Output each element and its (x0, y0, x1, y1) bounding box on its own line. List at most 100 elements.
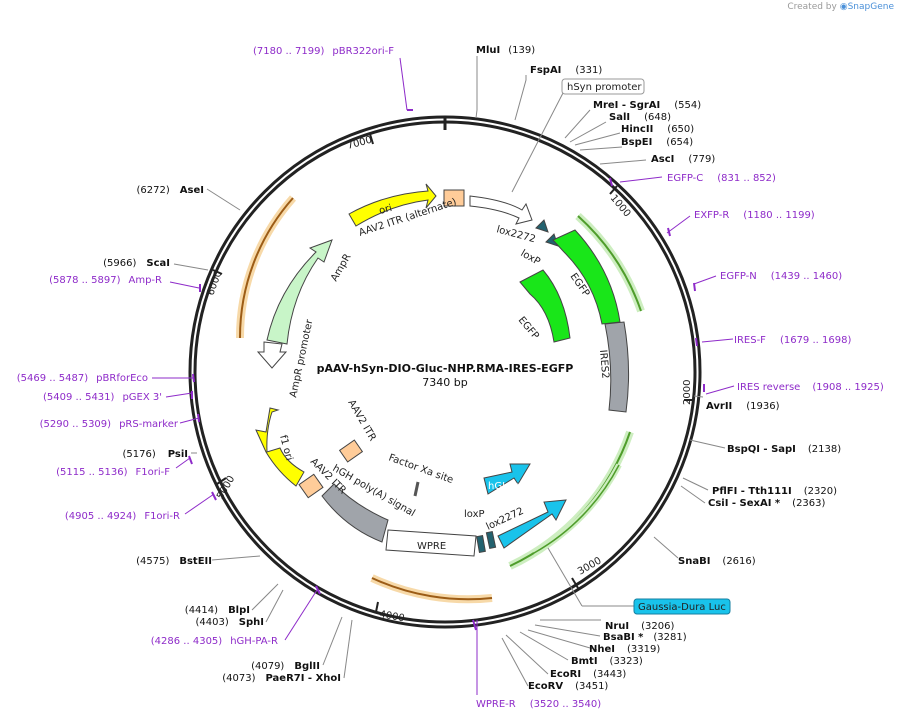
site-fspai-pos: (331) (575, 65, 602, 76)
primer-f1orir-range: (4905 .. 4924) (65, 511, 137, 522)
svg-text:(5966)ScaI: (5966)ScaI (103, 258, 170, 269)
ires2-label: IRES2 (597, 349, 610, 379)
svg-text:(4073)PaeR7I - XhoI: (4073)PaeR7I - XhoI (222, 673, 341, 684)
features (255, 183, 630, 557)
ampr-label: AmpR (329, 252, 353, 283)
plasmid-name: pAAV-hSyn-DIO-Gluc-NHP.RMA-IRES-EGFP (317, 362, 574, 375)
primer-pgex-name: pGEX 3' (122, 392, 162, 403)
svg-text:EXFP-R(1180 .. 1199): EXFP-R (1180 .. 1199) (694, 210, 815, 221)
backbone-outer (188, 115, 702, 629)
svg-text:PflFI - Tth111I(2320): PflFI - Tth111I(2320) (712, 486, 837, 497)
site-pflfi-pos: (2320) (804, 486, 837, 497)
site-fspai-name: FspAI (530, 65, 561, 76)
plasmid-size: 7340 bp (422, 376, 467, 389)
svg-text:MluI(139): MluI (139) (476, 45, 535, 56)
primer-pbr322-name: pBR322ori-F (332, 46, 394, 57)
gaussia-callout: Gaussia-Dura Luc (547, 547, 731, 615)
ori-feature (348, 183, 437, 227)
svg-text:EcoRI(3443): EcoRI(3443) (550, 669, 626, 680)
loxp-top-label: loxP (519, 248, 542, 268)
site-blpi-pos: (4414) (185, 605, 218, 616)
primer-hghpar-range: (4286 .. 4305) (151, 636, 223, 647)
hgh-polya-feature (321, 483, 389, 543)
svg-text:HincII(650): HincII(650) (621, 124, 694, 135)
site-csii-name: CsiI - SexAI * (708, 498, 781, 509)
f1-ori-feature (255, 407, 305, 487)
svg-text:(5409 .. 5431)pGEX 3': (5409 .. 5431)pGEX 3' (43, 392, 162, 403)
svg-text:(5290 .. 5309)pRS-marker: (5290 .. 5309) pRS-marker (40, 419, 179, 430)
svg-text:(7180 .. 7199)pBR322ori-F: (7180 .. 7199) pBR322ori-F (253, 46, 394, 57)
primer-labels: (7180 .. 7199) pBR322ori-F EGFP-C(831 .. … (17, 46, 884, 710)
svg-text:IRES-F(1679 .. 1698): IRES-F(1679 .. 1698) (734, 335, 851, 346)
orf-bottom-line (371, 577, 493, 601)
site-mlui-pos: (139) (508, 45, 535, 56)
aav2-itr-1-label: AAV2 ITR (345, 398, 377, 443)
factor-xa-feature (413, 481, 420, 497)
tick-label-2000: 2000 (682, 380, 693, 405)
gaussia-label: Gaussia-Dura Luc (638, 602, 726, 613)
primer-pbr322-range: (7180 .. 7199) (253, 46, 325, 57)
svg-text:BsaBI *(3281): BsaBI *(3281) (603, 632, 687, 643)
watermark-prefix: Created by (787, 2, 837, 12)
svg-text:SalI(648): SalI(648) (609, 112, 671, 123)
egfp-inner-label: EGFP (516, 315, 541, 342)
primer-iresrev-name: IRES reverse (737, 382, 800, 393)
primer-prsmarker-name: pRS-marker (119, 419, 179, 430)
primer-f1orif-name: F1ori-F (136, 467, 171, 478)
site-snabi-name: SnaBI (678, 556, 710, 567)
primer-f1orir-name: F1ori-R (144, 511, 180, 522)
site-bsabi-pos: (3281) (653, 632, 686, 643)
primer-egfpn-name: EGFP-N (720, 271, 757, 282)
svg-text:EGFP-C(831 .. 852): EGFP-C(831 .. 852) (667, 173, 776, 184)
site-ecori-name: EcoRI (550, 669, 581, 680)
orf-luc-outer-line (509, 431, 631, 567)
svg-text:CsiI - SexAI *(2363): CsiI - SexAI *(2363) (708, 498, 826, 509)
loxp-bottom-feature (476, 535, 486, 553)
primer-ampr-range: (5878 .. 5897) (49, 275, 121, 286)
svg-text:BmtI(3323): BmtI(3323) (571, 656, 643, 667)
site-bspei-name: BspEI (621, 137, 652, 148)
hgluc-feature (483, 463, 531, 495)
site-nrui-pos: (3206) (641, 621, 674, 632)
site-paer7i-name: PaeR7I - XhoI (265, 673, 341, 684)
site-psii-pos: (5176) (122, 449, 155, 460)
loxp-bottom-label: loxP (464, 509, 485, 520)
primer-exfpr-range: (1180 .. 1199) (743, 210, 815, 221)
factor-xa-label: Factor Xa site (387, 452, 455, 486)
svg-text:(5469 .. 5487)pBRforEco: (5469 .. 5487)pBRforEco (17, 373, 148, 384)
snapgene-watermark: Created by ◉SnapGene (787, 2, 894, 12)
svg-text:FspAI(331): FspAI (331) (530, 65, 602, 76)
site-asci-name: AscI (651, 154, 674, 165)
wpre-feature (385, 529, 477, 557)
aav2-itr-2-feature (298, 473, 324, 499)
primer-exfpr-name: EXFP-R (694, 210, 729, 221)
svg-text:(4079)BglII: (4079)BglII (251, 661, 320, 672)
primer-wprer-name: WPRE-R (476, 699, 516, 710)
ori-label: ori (378, 203, 393, 217)
tick-label-7000: 7000 (346, 135, 373, 152)
svg-text:BspQI - SapI(2138): BspQI - SapI(2138) (727, 444, 841, 455)
primer-egfpn-range: (1439 .. 1460) (771, 271, 843, 282)
orf-amp-line (238, 197, 294, 339)
svg-text:(6272)AseI: (6272)AseI (137, 185, 204, 196)
aav2-itr-1-feature (338, 439, 364, 463)
site-mrei-pos: (554) (674, 100, 701, 111)
svg-text:WPRE-R(3520 .. 3540): WPRE-R(3520 .. 3540) (476, 699, 601, 710)
primer-prsmarker-range: (5290 .. 5309) (40, 419, 112, 430)
primer-egfpc-range: (831 .. 852) (717, 173, 776, 184)
lox2272-top-feature (535, 219, 549, 233)
svg-text:NheI(3319): NheI(3319) (589, 644, 660, 655)
site-snabi-pos: (2616) (722, 556, 755, 567)
site-bspei-pos: (654) (666, 137, 693, 148)
svg-text:(4414)BlpI: (4414)BlpI (185, 605, 250, 616)
site-scai-name: ScaI (146, 258, 170, 269)
site-asei-name: AseI (180, 185, 204, 196)
site-mlui-name: MluI (476, 45, 500, 56)
svg-text:(4403)SphI: (4403)SphI (196, 617, 264, 628)
svg-text:(4286 .. 4305)hGH-PA-R: (4286 .. 4305)hGH-PA-R (151, 636, 278, 647)
svg-text:(5878 .. 5897)Amp-R: (5878 .. 5897)Amp-R (49, 275, 162, 286)
site-psii-name: PsiI (168, 449, 188, 460)
primer-pbrforeco-range: (5469 .. 5487) (17, 373, 89, 384)
svg-text:NruI(3206): NruI(3206) (605, 621, 674, 632)
